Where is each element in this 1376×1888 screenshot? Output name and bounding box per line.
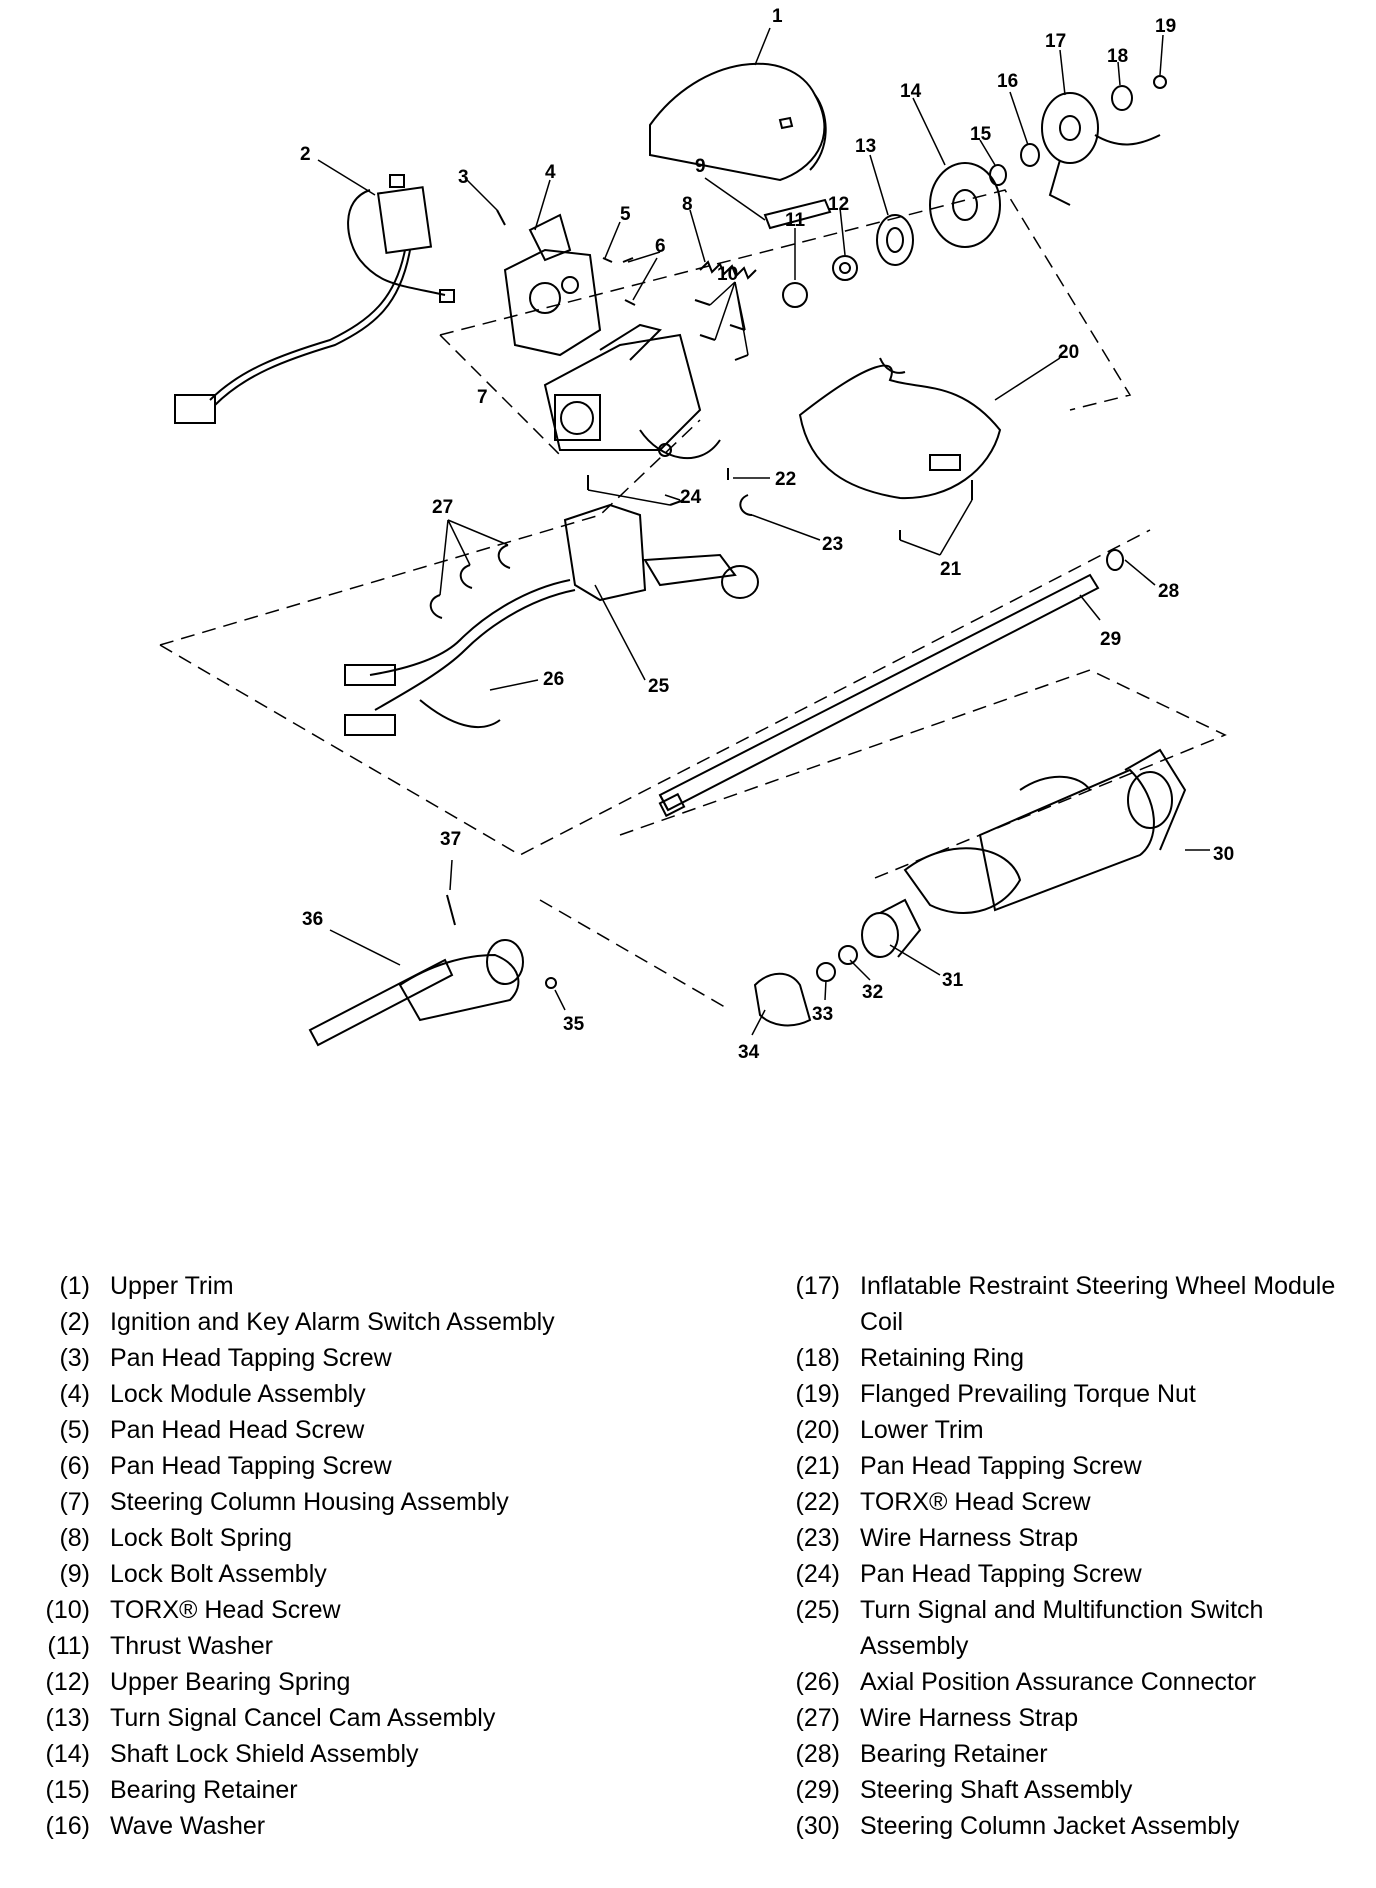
multifunction-switch-shape <box>344 503 759 736</box>
callout-13: 13 <box>855 136 876 157</box>
callout-22: 22 <box>775 469 796 490</box>
callout-5: 5 <box>620 204 631 225</box>
callout-20: 20 <box>1058 342 1079 363</box>
callout-17: 17 <box>1045 31 1066 52</box>
restraint-coil-shape <box>1041 75 1167 206</box>
legend-item: (12)Upper Bearing Spring <box>45 1668 351 1696</box>
legend-item: (24)Pan Head Tapping Screw <box>795 1560 1142 1588</box>
legend-item: (30)Steering Column Jacket Assembly <box>795 1812 1240 1840</box>
screws-shape <box>496 209 973 540</box>
legend-item: (27)Wire Harness Strap <box>795 1704 1079 1732</box>
legend-item: (16)Wave Washer <box>45 1812 266 1840</box>
parts-legend: (1)Upper Trim (2)Ignition and Key Alarm … <box>0 1268 1376 1868</box>
callout-24: 24 <box>680 487 702 508</box>
legend-item: (3)Pan Head Tapping Screw <box>59 1344 392 1372</box>
legend-column-left: (1)Upper Trim (2)Ignition and Key Alarm … <box>20 1268 740 1844</box>
leader-lines <box>317 27 1210 1036</box>
legend-item: (17)Inflatable Restraint Steering Wheel … <box>795 1272 1336 1336</box>
callout-25: 25 <box>648 676 670 697</box>
lock-bolt-shape <box>699 198 832 280</box>
wire-harness-straps-shape <box>429 544 511 619</box>
lock-module-shape <box>503 213 602 357</box>
small-washers-shape <box>989 143 1040 186</box>
callout-18: 18 <box>1107 46 1128 67</box>
legend-item: (18)Retaining Ring <box>795 1344 1024 1372</box>
legend-item: (29)Steering Shaft Assembly <box>795 1776 1133 1804</box>
callout-16: 16 <box>997 71 1018 92</box>
ignition-switch-shape <box>174 174 455 424</box>
legend-item: (22)TORX® Head Screw <box>795 1488 1091 1516</box>
legend-item: (23)Wire Harness Strap <box>795 1524 1079 1552</box>
callout-30: 30 <box>1213 844 1234 865</box>
legend-item: (6)Pan Head Tapping Screw <box>59 1452 392 1480</box>
legend-item: (26)Axial Position Assurance Connector <box>795 1668 1257 1696</box>
lower-column-parts-shape <box>753 898 922 1027</box>
callout-34: 34 <box>738 1042 760 1063</box>
legend-item: (28)Bearing Retainer <box>795 1740 1048 1768</box>
callout-2: 2 <box>300 144 311 165</box>
callout-26: 26 <box>543 669 564 690</box>
legend-item: (4)Lock Module Assembly <box>59 1380 366 1408</box>
callout-21: 21 <box>940 559 962 580</box>
callout-28: 28 <box>1158 581 1179 602</box>
legend-item: (8)Lock Bolt Spring <box>59 1524 293 1552</box>
callout-6: 6 <box>655 236 666 257</box>
legend-item: (1)Upper Trim <box>59 1272 234 1300</box>
legend-item: (13)Turn Signal Cancel Cam Assembly <box>45 1704 496 1732</box>
legend-item: (25)Turn Signal and Multifunction Switch… <box>795 1596 1264 1660</box>
legend-item: (9)Lock Bolt Assembly <box>59 1560 327 1588</box>
assembly-guide-lines <box>159 189 1227 1011</box>
legend-item: (20)Lower Trim <box>795 1416 984 1444</box>
callout-36: 36 <box>302 909 323 930</box>
callout-32: 32 <box>862 982 883 1003</box>
lower-trim-shape <box>798 357 1002 500</box>
legend-item: (14)Shaft Lock Shield Assembly <box>45 1740 419 1768</box>
callout-33: 33 <box>812 1004 833 1025</box>
small-fasteners-shape <box>739 494 753 516</box>
callout-15: 15 <box>970 124 992 145</box>
callout-12: 12 <box>828 194 849 215</box>
callout-31: 31 <box>942 970 964 991</box>
legend-item: (11)Thrust Washer <box>47 1632 274 1660</box>
callout-7: 7 <box>477 387 488 408</box>
legend-item: (19)Flanged Prevailing Torque Nut <box>795 1380 1196 1408</box>
legend-item: (5)Pan Head Head Screw <box>59 1416 365 1444</box>
callout-1: 1 <box>772 6 783 27</box>
callout-35: 35 <box>563 1014 585 1035</box>
callout-9: 9 <box>695 156 706 177</box>
callout-14: 14 <box>900 81 922 102</box>
callout-numbers: 1 2 3 4 5 6 7 8 9 10 11 12 13 14 15 16 1… <box>300 6 1234 1063</box>
legend-column-right: (17)Inflatable Restraint Steering Wheel … <box>770 1268 1370 1844</box>
washers-cam-shape <box>782 214 914 308</box>
legend-item: (15)Bearing Retainer <box>45 1776 298 1804</box>
exploded-view-diagram: 1 2 3 4 5 6 7 8 9 10 11 12 13 14 15 16 1… <box>159 6 1234 1063</box>
callout-23: 23 <box>822 534 843 555</box>
callout-27: 27 <box>432 497 453 518</box>
upper-trim-shape <box>649 62 827 182</box>
legend-item: (2)Ignition and Key Alarm Switch Assembl… <box>59 1308 555 1336</box>
callout-3: 3 <box>458 167 469 188</box>
callout-10: 10 <box>717 264 738 285</box>
callout-11: 11 <box>785 210 806 231</box>
legend-item: (10)TORX® Head Screw <box>45 1596 341 1624</box>
callout-8: 8 <box>682 194 693 215</box>
steering-shaft-shape <box>658 549 1124 818</box>
legend-item: (21)Pan Head Tapping Screw <box>795 1452 1142 1480</box>
callout-37: 37 <box>440 829 461 850</box>
callout-4: 4 <box>545 162 556 183</box>
steering-column-housing-shape <box>543 323 721 459</box>
steering-column-jacket-shape <box>903 748 1187 914</box>
shaft-lock-shield-shape <box>929 162 1001 248</box>
callout-19: 19 <box>1155 16 1176 37</box>
callout-29: 29 <box>1100 629 1121 650</box>
lock-cylinder-shape <box>308 894 557 1047</box>
legend-item: (7)Steering Column Housing Assembly <box>59 1488 509 1516</box>
